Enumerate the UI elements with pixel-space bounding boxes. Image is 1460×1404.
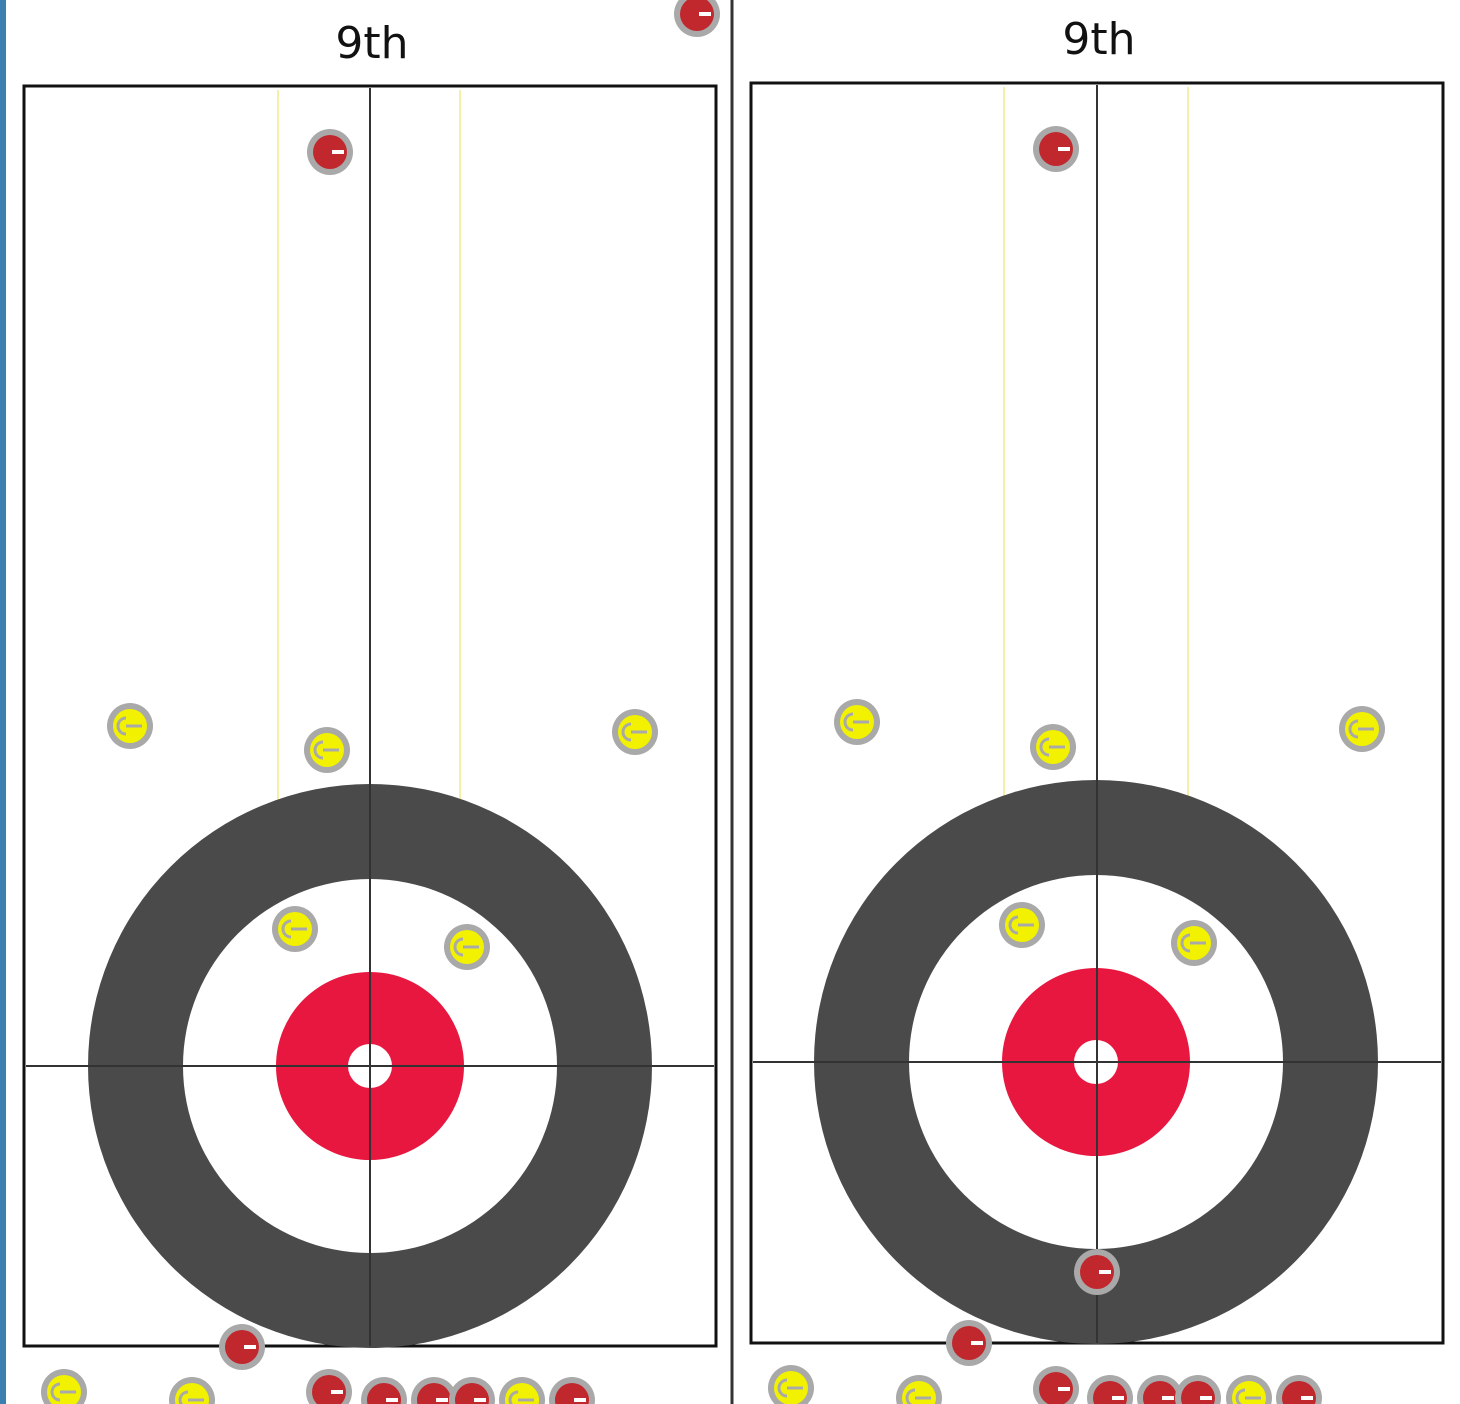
yellow-stone[interactable] [107,703,153,749]
red-stone [1033,1366,1079,1404]
red-stone [1276,1375,1322,1404]
red-stone [549,1377,595,1404]
end-panel-right: 9th [749,14,1445,1404]
red-stone[interactable] [1033,126,1079,172]
stone-queue-left [41,1369,595,1404]
red-stone [1175,1375,1221,1404]
yellow-stone[interactable] [834,699,880,745]
red-stone [306,1369,352,1404]
yellow-stone[interactable] [999,902,1045,948]
red-stone [411,1377,457,1404]
yellow-stone [896,1375,942,1404]
stones-in-play-right [834,126,1385,1366]
yellow-stone [1226,1375,1272,1404]
end-title-right: 9th [1062,14,1135,65]
red-stone [1137,1375,1183,1404]
yellow-stone [169,1377,215,1404]
red-stone [1087,1375,1133,1404]
yellow-stone [499,1377,545,1404]
red-stone[interactable] [946,1320,992,1366]
yellow-stone[interactable] [272,906,318,952]
red-stone [361,1377,407,1404]
yellow-stone[interactable] [612,709,658,755]
yellow-stone [768,1365,814,1404]
red-stone [449,1377,495,1404]
yellow-stone[interactable] [1030,724,1076,770]
yellow-stone[interactable] [444,924,490,970]
yellow-stone [41,1369,87,1404]
yellow-stone[interactable] [304,727,350,773]
red-stone[interactable] [219,1324,265,1370]
yellow-stone[interactable] [1171,920,1217,966]
end-title-left: 9th [335,18,408,69]
sheet-left [22,84,718,1348]
stone-queue-right [768,1365,1322,1404]
end-panel-left: 9th [22,0,720,1404]
red-stone[interactable] [307,129,353,175]
red-stone[interactable] [1074,1249,1120,1295]
left-edge-accent [0,0,6,1404]
yellow-stone[interactable] [1339,706,1385,752]
stones-in-play-left [107,129,658,1370]
red-stone-offscreen[interactable] [674,0,720,37]
